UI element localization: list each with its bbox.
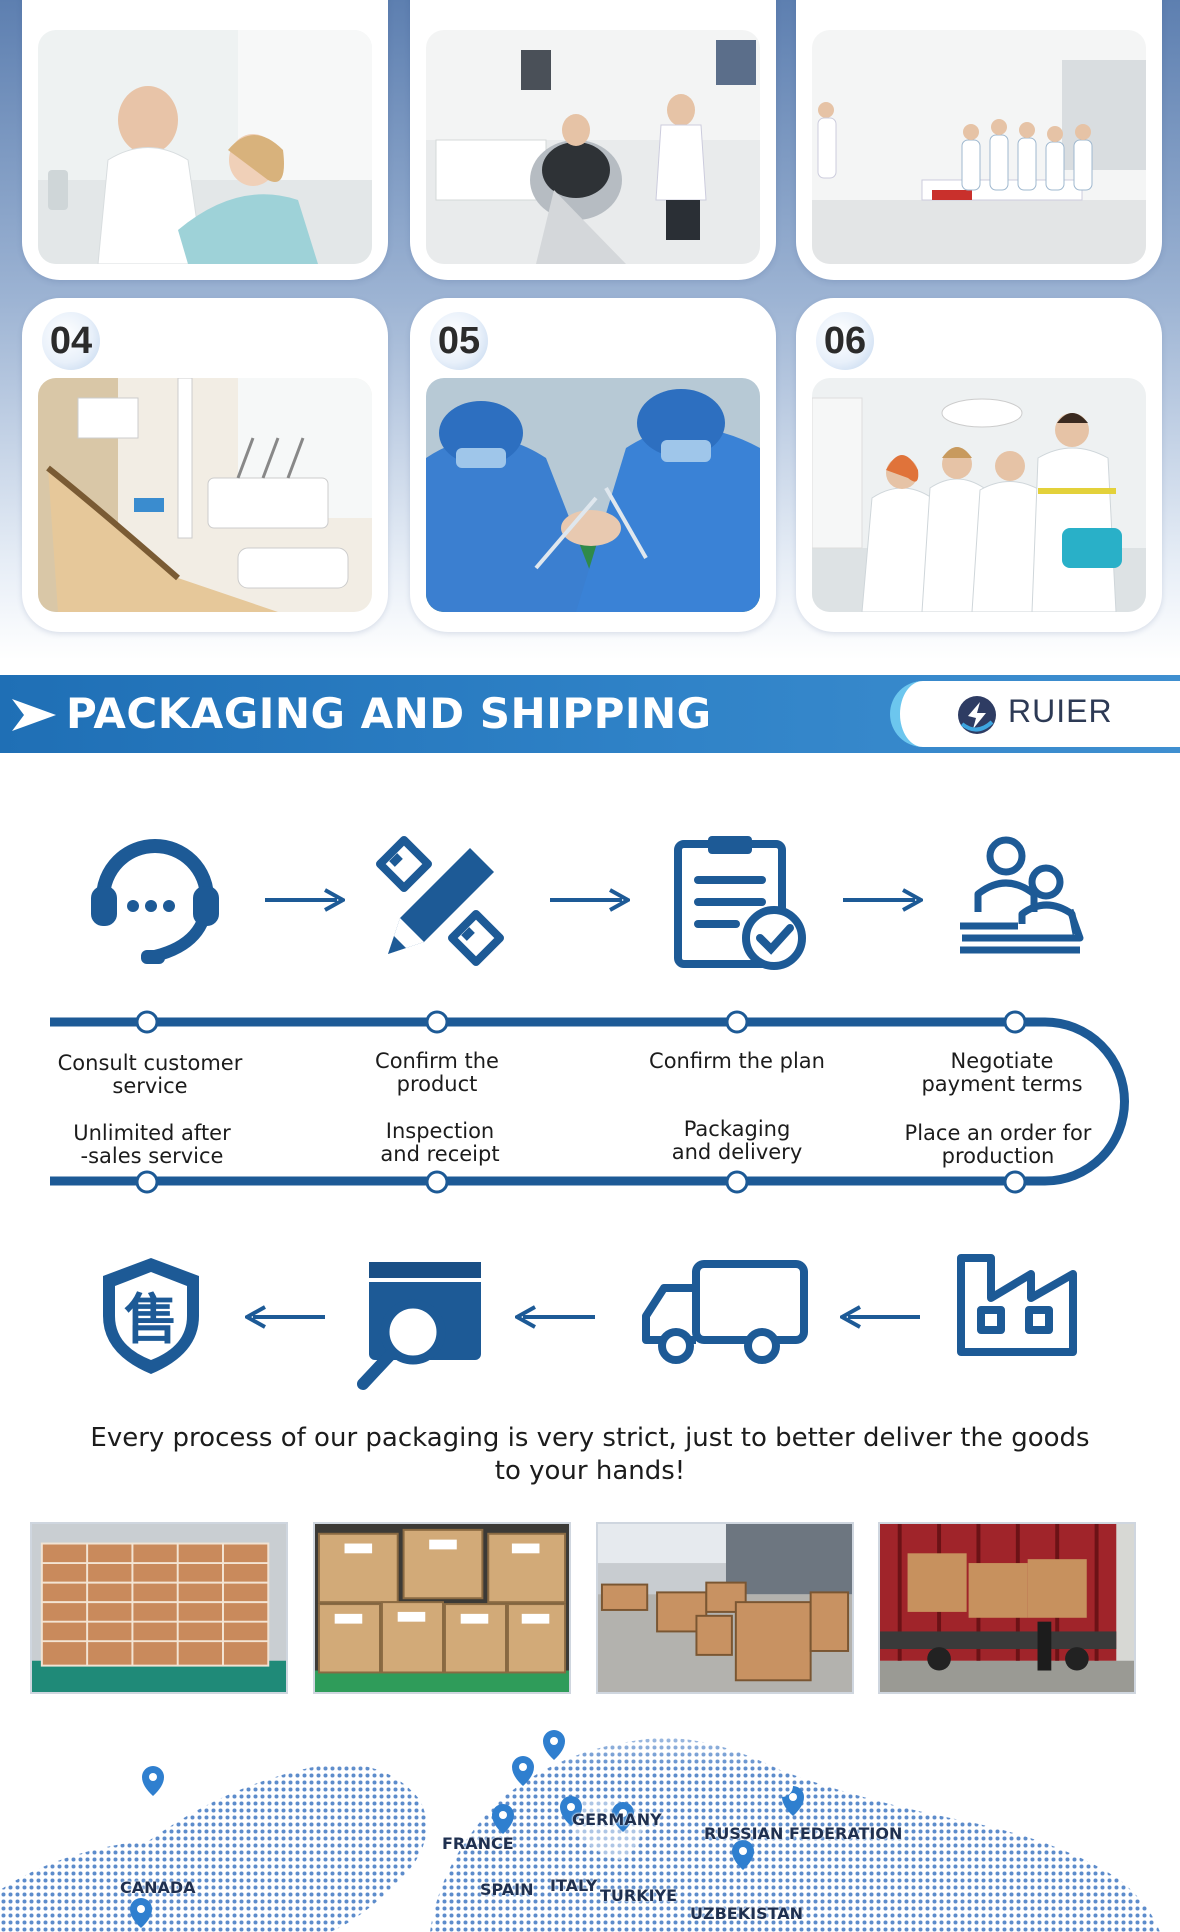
box-inspection-icon bbox=[357, 1262, 481, 1390]
gallery-card-03: 03 bbox=[796, 0, 1162, 280]
process-track bbox=[50, 1010, 1129, 1194]
pencil-ruler-icon bbox=[376, 836, 504, 966]
country-label: CANADA bbox=[120, 1878, 196, 1897]
truck-icon bbox=[642, 1260, 808, 1364]
gallery-card-01: 01 bbox=[22, 0, 388, 280]
gallery-card-06: 06 bbox=[796, 298, 1162, 632]
step-place-order-production: Place an order for production bbox=[904, 1121, 1092, 1168]
location-pin-icon bbox=[782, 1786, 804, 1816]
location-pin-icon bbox=[612, 1802, 634, 1832]
card-number: 04 bbox=[42, 312, 100, 370]
location-pin-icon bbox=[142, 1766, 164, 1796]
brand-name: RUIER bbox=[1008, 693, 1113, 729]
surgery-team-photo bbox=[426, 378, 760, 612]
training-classroom-photo bbox=[812, 30, 1146, 264]
truck-loading-photo bbox=[878, 1522, 1136, 1694]
export-world-map: CANADA FRANCE GERMANY RUSSIAN FEDERATION… bbox=[0, 1730, 1180, 1932]
country-label: GERMANY bbox=[572, 1810, 662, 1829]
country-label: UZBEKISTAN bbox=[690, 1904, 804, 1923]
gallery-card-04: 04 bbox=[22, 298, 388, 632]
meeting-icon bbox=[960, 836, 1084, 954]
step-consult-customer-service: Consult customer service bbox=[57, 1051, 243, 1098]
medical-staff-group-photo bbox=[812, 378, 1146, 612]
location-pin-icon bbox=[543, 1730, 565, 1760]
order-process-flow: Consult customer service Confirm the pro… bbox=[0, 800, 1180, 1400]
chevron-arrow-icon bbox=[12, 699, 56, 731]
team-photo-gallery: 01 02 bbox=[0, 0, 1180, 660]
step-inspection-receipt: Inspection and receipt bbox=[380, 1119, 500, 1166]
arrow-left-icon bbox=[245, 1305, 325, 1329]
clipboard-check-icon bbox=[674, 836, 806, 970]
arrow-left-icon bbox=[840, 1305, 920, 1329]
location-pin-icon bbox=[130, 1898, 152, 1928]
location-pin-icon bbox=[560, 1796, 582, 1826]
step-confirm-product: Confirm the product bbox=[375, 1049, 499, 1096]
after-sales-shield-icon: 售 bbox=[103, 1258, 199, 1374]
brand-logo: RUIER bbox=[890, 681, 1180, 747]
arrow-left-icon bbox=[515, 1305, 595, 1329]
step-negotiate-payment-terms: Negotiate payment terms bbox=[921, 1049, 1083, 1096]
ruier-logo-icon bbox=[958, 696, 996, 734]
dental-unit-photo bbox=[38, 378, 372, 612]
card-number: 05 bbox=[430, 312, 488, 370]
country-label: SPAIN bbox=[480, 1880, 534, 1899]
country-label: RUSSIAN FEDERATION bbox=[704, 1824, 903, 1843]
country-label: TURKIYE bbox=[600, 1886, 678, 1905]
arrow-right-icon bbox=[843, 888, 923, 912]
step-confirm-plan: Confirm the plan bbox=[649, 1049, 825, 1073]
country-label: FRANCE bbox=[442, 1834, 514, 1853]
warehouse-boxes-photo bbox=[30, 1522, 288, 1694]
packaging-shipping-banner: PACKAGING AND SHIPPING RUIER bbox=[0, 675, 1180, 753]
labeled-cartons-photo bbox=[313, 1522, 571, 1694]
factory-icon bbox=[957, 1254, 1077, 1356]
step-after-sales-service: Unlimited after -sales service bbox=[73, 1121, 231, 1168]
arrow-right-icon bbox=[265, 888, 345, 912]
dentist-with-patient-photo bbox=[38, 30, 372, 264]
gallery-card-02: 02 bbox=[410, 0, 776, 280]
packaging-tagline: Every process of our packaging is very s… bbox=[90, 1423, 1090, 1486]
arrow-right-icon bbox=[550, 888, 630, 912]
service-character: 售 bbox=[124, 1288, 178, 1351]
gallery-card-05: 05 bbox=[410, 298, 776, 632]
dotted-world-map bbox=[0, 1730, 1180, 1932]
section-title: PACKAGING AND SHIPPING bbox=[66, 689, 712, 738]
card-number: 06 bbox=[816, 312, 874, 370]
location-pin-icon bbox=[732, 1840, 754, 1870]
location-pin-icon bbox=[492, 1804, 514, 1834]
wooden-crates-photo bbox=[596, 1522, 854, 1694]
location-pin-icon bbox=[512, 1756, 534, 1786]
headset-icon bbox=[91, 839, 219, 964]
dental-chair-consultation-photo bbox=[426, 30, 760, 264]
country-label: ITALY bbox=[550, 1876, 598, 1895]
step-packaging-delivery: Packaging and delivery bbox=[671, 1117, 803, 1164]
